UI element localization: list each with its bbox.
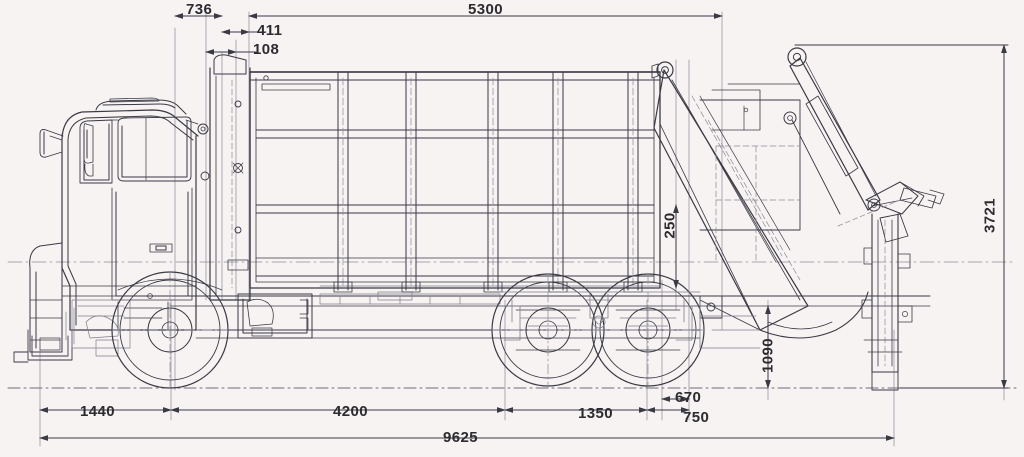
dimension-label-411: 411 (257, 22, 283, 39)
rear-wheel-front-axle (491, 273, 605, 389)
dimension-label-108: 108 (253, 41, 280, 58)
frame-detail (319, 285, 661, 305)
dimension-label-1350: 1350 (578, 405, 613, 422)
dimension-label-4200: 4200 (333, 403, 368, 420)
dimension-label-3721: 3721 (981, 198, 999, 233)
bin-lifter-mechanism (837, 181, 945, 391)
dimension-label-750: 750 (683, 409, 710, 426)
tailgate-assembly (651, 47, 881, 339)
fuel-tank (237, 293, 313, 339)
dimension-label-670: 670 (675, 389, 702, 406)
rear-suspension (499, 291, 701, 341)
dimension-label-1440: 1440 (80, 403, 115, 420)
driver-cab (29, 97, 199, 353)
front-bumper (13, 329, 73, 363)
extension-lines (39, 11, 1005, 447)
compactor-body (185, 54, 661, 301)
rear-underside (699, 299, 761, 349)
dimension-lines (39, 13, 1009, 441)
dimension-label-5300: 5300 (468, 1, 503, 18)
chassis-frame (169, 295, 931, 339)
front-wheel (111, 271, 229, 389)
dimension-label-1090: 1090 (759, 338, 777, 373)
dimension-label-736: 736 (186, 1, 213, 18)
rear-wheel-rear-axle (591, 273, 705, 389)
dimension-label-9625: 9625 (443, 429, 478, 446)
dimension-label-250: 250 (661, 212, 679, 239)
